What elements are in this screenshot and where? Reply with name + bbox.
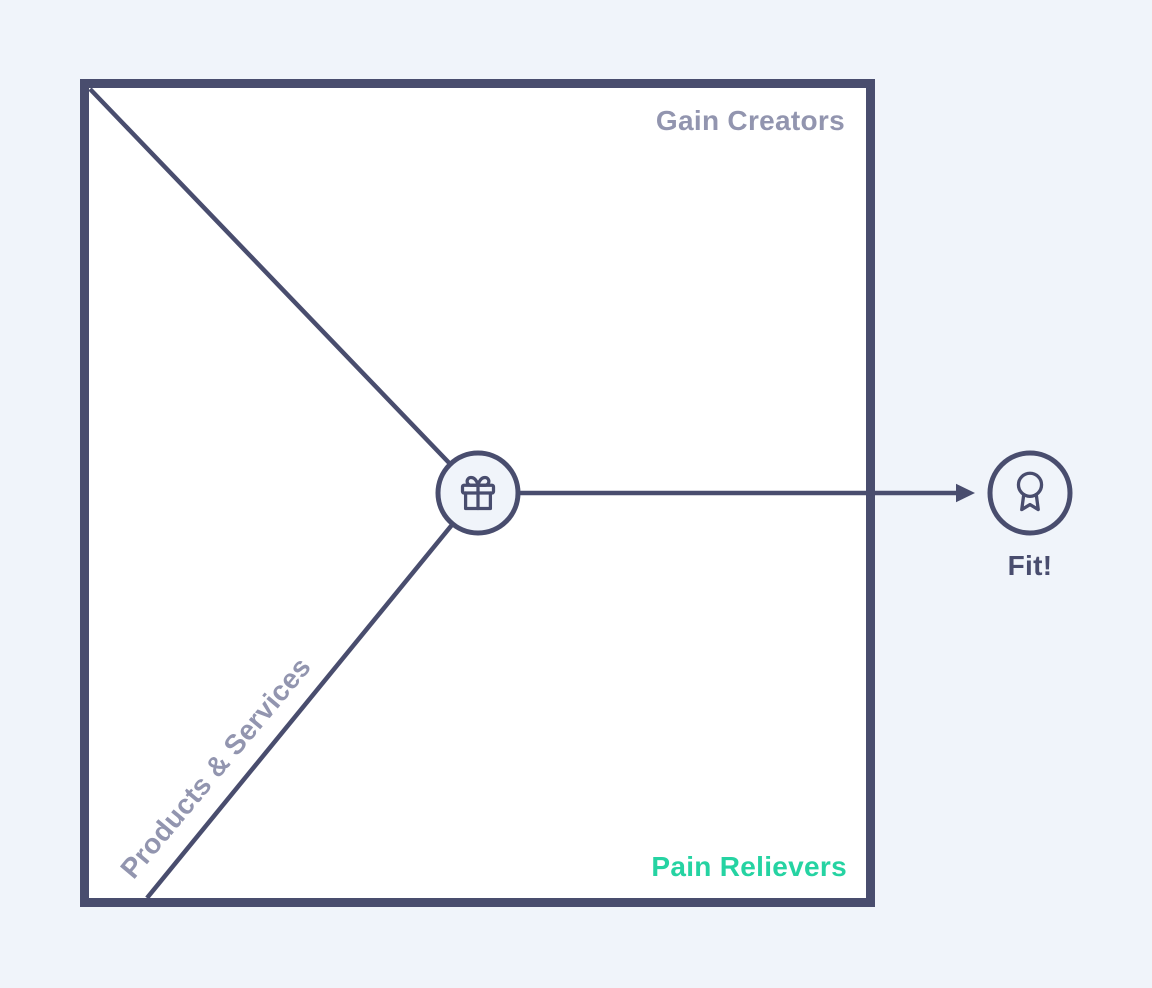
arrow-right-icon xyxy=(478,483,975,503)
gain-creators-label: Gain Creators xyxy=(655,105,845,136)
gain-creators-divider-line xyxy=(88,87,480,495)
pain-relievers-label: Pain Relievers xyxy=(651,851,847,882)
gift-icon xyxy=(460,475,496,511)
products-services-node xyxy=(435,450,521,536)
fit-label: Fit! xyxy=(1007,550,1053,581)
fit-node xyxy=(987,450,1073,536)
pain-relievers-divider-line xyxy=(145,491,480,900)
award-icon xyxy=(1016,471,1044,512)
arrowhead xyxy=(956,483,975,503)
fit-node-circle xyxy=(987,450,1073,536)
